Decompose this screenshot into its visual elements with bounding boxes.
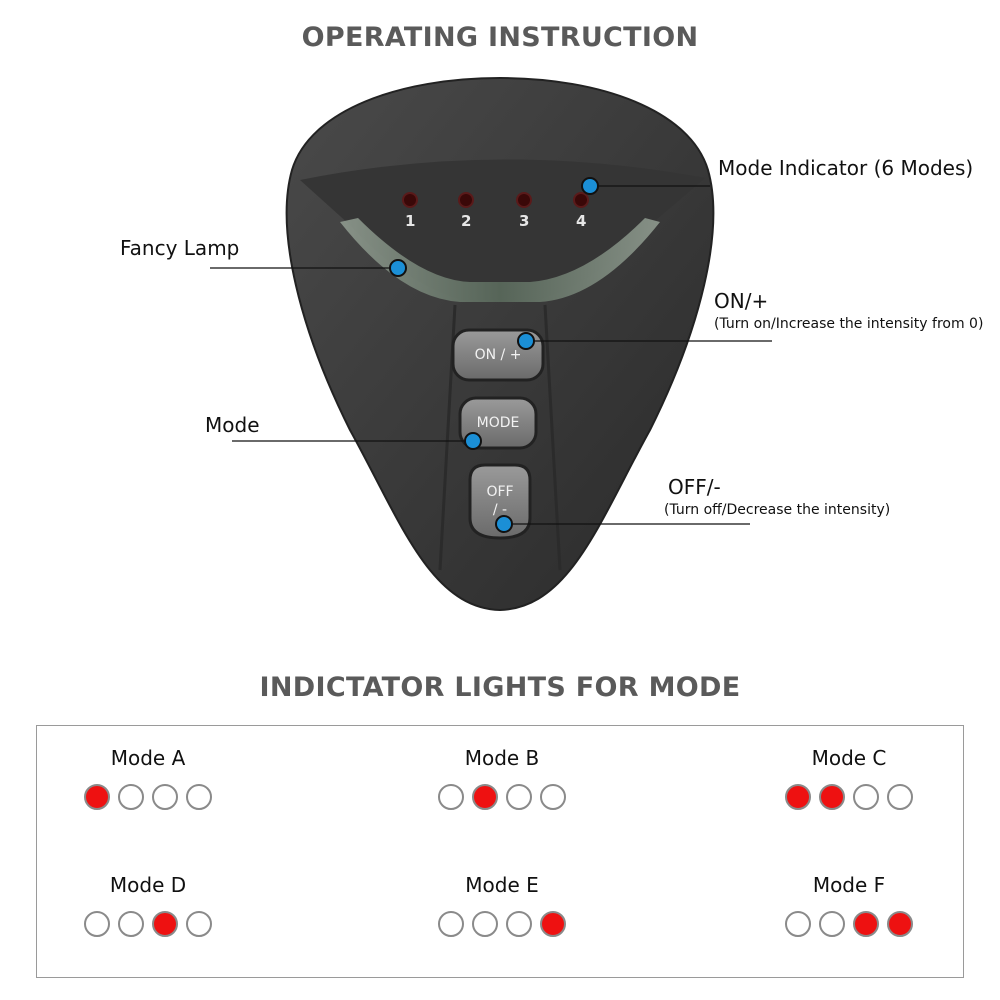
callout-mode-indicator: Mode Indicator (6 Modes): [718, 156, 973, 180]
indicator-light-2-off: [819, 911, 845, 937]
off-button-line2: / -: [492, 502, 508, 518]
mode-name: Mode E: [465, 873, 539, 897]
indicator-led-2: [458, 192, 474, 208]
callout-fancy-lamp-label: Fancy Lamp: [120, 236, 240, 260]
callout-fancy-lamp: Fancy Lamp: [120, 236, 239, 260]
mode-lights: [769, 911, 929, 937]
mode-name: Mode B: [464, 746, 540, 770]
callout-dot-fancy-lamp: [389, 259, 407, 277]
mode-card-1: Mode A: [68, 746, 228, 810]
callout-off-label: OFF/-: [668, 475, 721, 499]
off-minus-button[interactable]: OFF / -: [472, 483, 528, 519]
on-plus-button[interactable]: ON / +: [474, 347, 522, 363]
mode-name: Mode C: [811, 746, 887, 770]
indicator-light-2-on: [819, 784, 845, 810]
mode-name: Mode F: [812, 873, 886, 897]
indicator-light-4-off: [540, 784, 566, 810]
callout-off-desc: (Turn off/Decrease the intensity): [664, 502, 890, 518]
indicator-light-2-off: [118, 784, 144, 810]
indicator-light-4-off: [887, 784, 913, 810]
indicator-light-1-on: [84, 784, 110, 810]
callout-on-label: ON/+: [714, 289, 769, 313]
indicator-light-1-off: [785, 911, 811, 937]
page-title: OPERATING INSTRUCTION: [301, 22, 699, 53]
mode-lights: [422, 784, 582, 810]
callout-dot-mode: [464, 432, 482, 450]
callout-dot-mode-indicator: [581, 177, 599, 195]
mode-card-3: Mode C: [769, 746, 929, 810]
callout-off: OFF/-: [668, 475, 721, 499]
indicator-light-4-on: [887, 911, 913, 937]
mode-lights: [68, 784, 228, 810]
mode-name: Mode A: [110, 746, 186, 770]
fancy-lamp: [340, 218, 660, 302]
mode-card-5: Mode E: [422, 873, 582, 937]
mode-lights: [769, 784, 929, 810]
off-button-line1: OFF: [486, 484, 514, 500]
indicator-led-3: [516, 192, 532, 208]
callout-dot-off: [495, 515, 513, 533]
indicator-number-3: 3: [519, 212, 530, 230]
indicator-light-1-off: [438, 784, 464, 810]
indicator-light-4-on: [540, 911, 566, 937]
indicator-light-3-off: [152, 784, 178, 810]
indicator-light-4-off: [186, 784, 212, 810]
mode-lights: [422, 911, 582, 937]
mode-card-4: Mode D: [68, 873, 228, 937]
indicator-light-1-on: [785, 784, 811, 810]
device-illustration: [210, 76, 772, 612]
indicator-light-3-on: [152, 911, 178, 937]
mode-lights: [68, 911, 228, 937]
callout-mode-label: Mode: [205, 413, 260, 437]
indicator-led-4: [573, 192, 589, 208]
indicator-light-3-off: [506, 911, 532, 937]
callout-on-sublabel: (Turn on/Increase the intensity from 0): [714, 316, 984, 332]
callout-dot-on: [517, 332, 535, 350]
indicator-light-4-off: [186, 911, 212, 937]
indicator-number-1: 1: [405, 212, 416, 230]
indicator-number-4: 4: [576, 212, 587, 230]
callout-on-desc: (Turn on/Increase the intensity from 0): [714, 316, 983, 332]
mode-button[interactable]: MODE: [476, 415, 520, 431]
mode-name: Mode D: [109, 873, 187, 897]
mode-card-2: Mode B: [422, 746, 582, 810]
callout-mode: Mode: [205, 413, 260, 437]
mode-lights-panel: Mode A Mode B Mode C Mode D Mode E Mode F: [36, 725, 964, 978]
indicator-section-title: INDICTATOR LIGHTS FOR MODE: [259, 672, 741, 703]
indicator-light-1-off: [84, 911, 110, 937]
mode-card-6: Mode F: [769, 873, 929, 937]
callout-on: ON/+: [714, 289, 768, 313]
indicator-light-2-off: [118, 911, 144, 937]
indicator-light-3-off: [853, 784, 879, 810]
callout-mode-indicator-label: Mode Indicator (6 Modes): [718, 156, 974, 180]
indicator-light-2-off: [472, 911, 498, 937]
indicator-number-2: 2: [461, 212, 472, 230]
indicator-led-1: [402, 192, 418, 208]
indicator-light-3-off: [506, 784, 532, 810]
off-minus-button-shape: [468, 463, 532, 540]
indicator-light-3-on: [853, 911, 879, 937]
indicator-light-1-off: [438, 911, 464, 937]
indicator-light-2-on: [472, 784, 498, 810]
callout-off-sublabel: (Turn off/Decrease the intensity): [664, 502, 891, 518]
